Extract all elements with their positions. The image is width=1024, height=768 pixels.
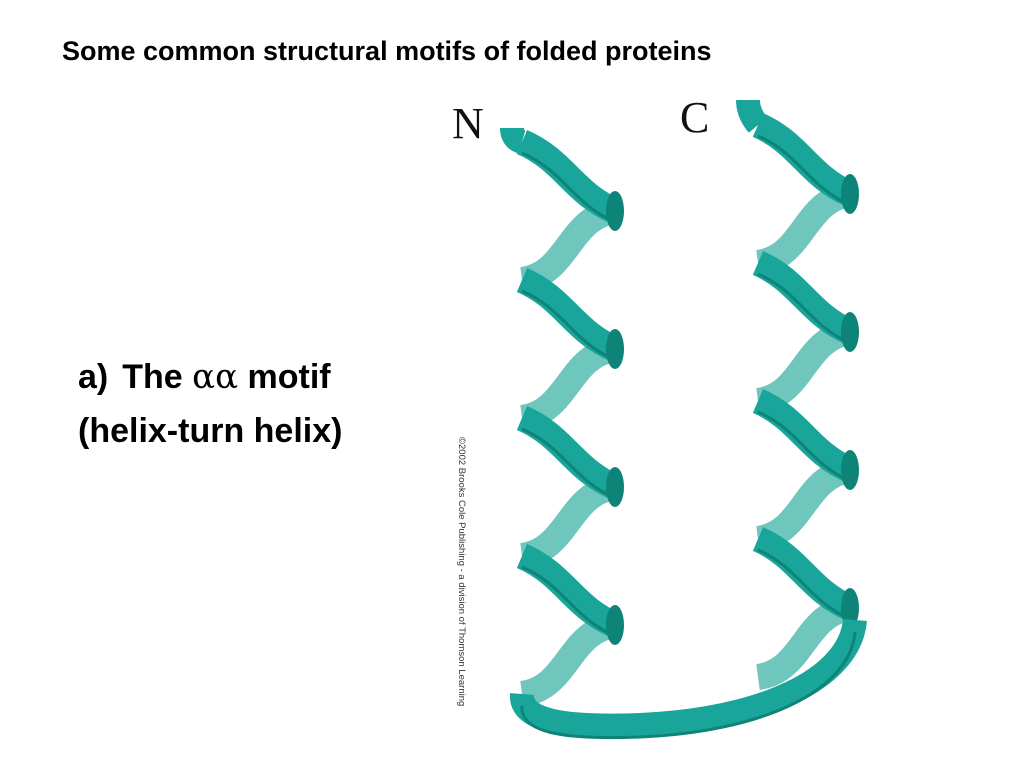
right-helix-turn-curl	[841, 588, 859, 628]
left-helix-turn-curl	[606, 191, 624, 231]
motif-word: motif	[247, 358, 331, 396]
n-terminus-tail	[500, 127, 527, 154]
right-helix-front-strand	[752, 527, 856, 620]
helix-ribbons	[500, 99, 867, 740]
motif-symbol: αα	[192, 357, 239, 397]
right-helix-turn-curl	[841, 174, 859, 214]
right-helix-front-strand	[752, 389, 856, 482]
right-helix-turn-curl	[841, 312, 859, 352]
left-helix-strand-edge	[521, 427, 616, 500]
right-helix-strand-edge	[757, 134, 851, 207]
slide-title: Some common structural motifs of folded …	[62, 36, 712, 66]
right-helix-strand-edge	[757, 548, 851, 621]
motif-heading: a) The αα motif	[78, 350, 342, 404]
right-helix-front-strand	[752, 251, 856, 344]
connecting-turn	[510, 618, 867, 738]
connecting-turn-edge	[520, 631, 857, 740]
copyright-notice: ©2002 Brooks Cole Publishing - a divisio…	[456, 437, 467, 707]
left-helix-front-strand	[516, 130, 621, 223]
left-helix-turn-curl	[606, 329, 624, 369]
right-helix-back-strand	[755, 319, 853, 414]
left-helix-back-strand	[519, 612, 618, 707]
right-helix-back-strand	[755, 181, 853, 276]
motif-prefix: a)	[78, 358, 109, 396]
right-helix-turn-curl	[841, 450, 859, 490]
left-helix-turn-curl	[606, 467, 624, 507]
right-helix-front-strand	[752, 113, 856, 206]
left-helix-front-strand	[516, 268, 621, 361]
left-helix-back-strand	[519, 474, 618, 569]
c-terminus-tail	[736, 99, 768, 133]
right-helix-strand-edge	[757, 410, 851, 483]
c-terminus-label: C	[680, 93, 710, 142]
left-helix-strand-edge	[521, 289, 616, 362]
motif-subtitle: (helix-turn helix)	[78, 412, 343, 451]
left-helix-strand-edge	[521, 151, 616, 224]
left-helix-front-strand	[516, 544, 621, 637]
n-terminus-label: N	[452, 99, 484, 148]
right-helix-strand-edge	[757, 272, 851, 345]
motif-the: The	[122, 358, 183, 396]
left-helix-strand-edge	[521, 565, 616, 638]
left-helix-turn-curl	[606, 605, 624, 645]
left-helix-back-strand	[519, 336, 618, 431]
left-helix-back-strand	[519, 198, 618, 293]
motif-label: a) The αα motif (helix-turn helix)	[78, 350, 342, 459]
right-helix-back-strand	[755, 457, 853, 552]
left-helix-front-strand	[516, 406, 621, 499]
